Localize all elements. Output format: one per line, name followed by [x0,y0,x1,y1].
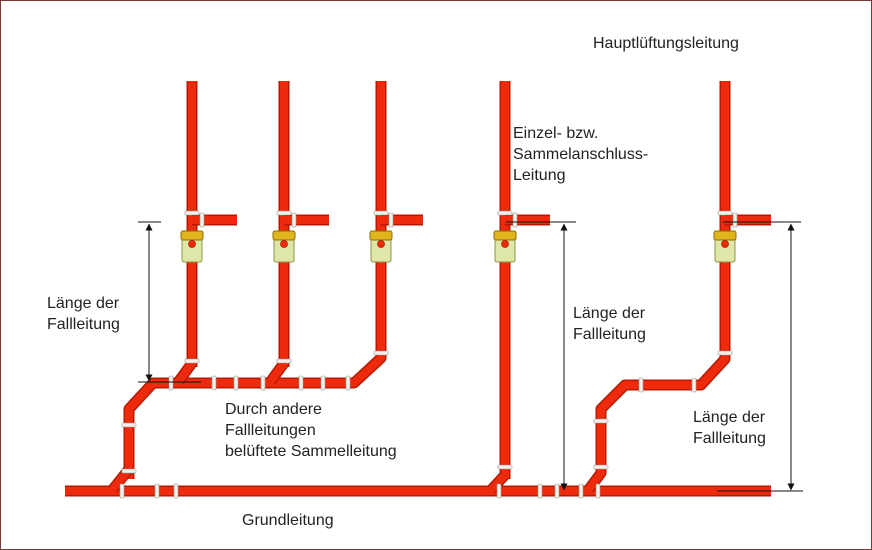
pipe-joint [537,483,543,499]
drain-line-label: Grundleitung [242,510,334,531]
stack-pipe-4 [486,81,511,494]
pipe-joint [554,483,560,499]
pipe-joint [595,483,601,499]
pipe-joint [119,483,125,499]
dimension-right [717,221,803,492]
pipe-joint [154,483,160,499]
dimension-middle [506,221,576,491]
branch-line-text-3: Leitung [513,167,566,184]
stack-length-right-text-1: Länge der [693,409,766,426]
pipe-joint [373,210,389,216]
pipe-joint [173,483,179,499]
pipe-joint [593,464,609,470]
stack-length-mid-text-1: Länge der [573,305,646,322]
collector-pipe [123,81,387,479]
collector-line-text-2: Fallleitungen [225,422,316,439]
pipe-joints [119,210,738,499]
pipe-joint [298,375,304,391]
pipe-joint [233,375,239,391]
pipe-joint [732,212,738,228]
stack-length-right-text-2: Fallleitung [693,430,766,447]
pipe-joint [211,375,217,391]
pipe-joint [199,212,205,228]
pipe-joint [291,212,297,228]
pipe-joint [276,358,292,364]
pipe-joint [345,375,351,391]
collector-line-text-3: belüftete Sammelleitung [225,443,397,460]
stack-length-left-text-2: Fallleitung [47,316,120,333]
pipe-joint [717,350,733,356]
pipe-joint [497,210,513,216]
collector-line-text-1: Durch andere [225,401,322,418]
pipe-joint [168,375,174,391]
pipe-joint [496,483,502,499]
pipe-joint [638,377,644,393]
main-vent-text: Hauptlüftungsleitung [593,35,739,52]
stack-length-right-label: Länge der Fallleitung [693,407,766,449]
pipe-joint [121,422,137,428]
pipe-joint [578,483,584,499]
stack-length-left-label: Länge der Fallleitung [47,293,120,335]
dimension-left [138,221,201,383]
pipe-joint [373,350,389,356]
stack-length-left-text-1: Länge der [47,295,120,312]
pipe-joint [121,468,137,474]
trap-fitting [272,230,296,263]
pipe-joint [512,212,518,228]
pipe-joint [593,418,609,424]
pipe-joint [497,464,513,470]
pipe-joint [184,358,200,364]
pipe-joint [320,375,326,391]
stack-length-mid-text-2: Fallleitung [573,326,646,343]
trap-fitting [493,230,517,263]
drain-line-text: Grundleitung [242,512,334,529]
collector-line-label: Durch andere Fallleitungen belüftete Sam… [225,399,397,462]
trap-fitting [180,230,204,263]
pipe-joint [276,210,292,216]
pipe-joint [691,377,697,393]
main-vent-label: Hauptlüftungsleitung [593,33,739,54]
pipe-joint [388,212,394,228]
pipe-joint [717,210,733,216]
branch-line-text-1: Einzel- bzw. [513,125,599,142]
branch-line-label: Einzel- bzw. Sammelanschluss- Leitung [513,123,648,186]
pipe-joint [260,375,266,391]
trap-fitting [369,230,393,263]
stack-length-mid-label: Länge der Fallleitung [573,303,646,345]
pipe-joint [184,210,200,216]
trap-fittings [180,230,737,263]
main-vent-stack-pipe [584,81,731,493]
branch-line-text-2: Sammelanschluss- [513,146,649,163]
trap-fitting [713,230,737,263]
